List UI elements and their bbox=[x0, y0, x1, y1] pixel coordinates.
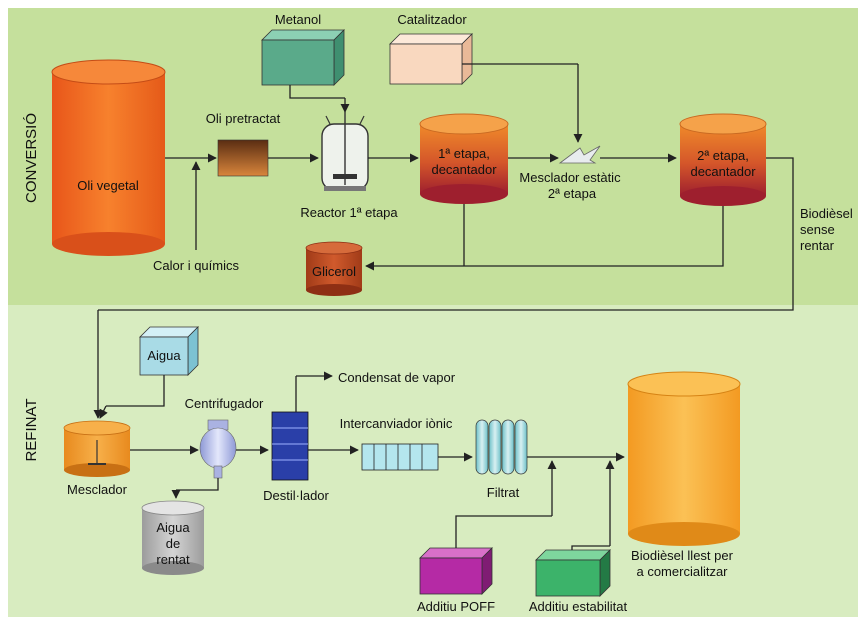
filtrat-unit: Filtrat bbox=[475, 419, 528, 500]
refining-flow-lines bbox=[99, 371, 625, 550]
filtrat-label: Filtrat bbox=[487, 485, 520, 500]
biodiesel-llest-line2: a comercialitzar bbox=[636, 564, 728, 579]
mesclador-estatic: Mesclador estàtic 2ª etapa bbox=[519, 145, 621, 201]
decantador-1-tank: 1ª etapa, decantador bbox=[419, 113, 509, 204]
decantador-2-line2: decantador bbox=[690, 164, 756, 179]
destillador-label: Destil·lador bbox=[263, 488, 329, 503]
centrifugador-label: Centrifugador bbox=[185, 396, 264, 411]
oli-vegetal-label: Oli vegetal bbox=[77, 178, 139, 193]
condensat-label: Condensat de vapor bbox=[338, 370, 456, 385]
destillador-column: Destil·lador bbox=[263, 411, 330, 503]
aigua-box: Aigua bbox=[139, 326, 199, 376]
additiu-poff-box: Additiu POFF bbox=[417, 547, 495, 614]
section-refining-title: REFINAT bbox=[23, 398, 40, 461]
biodiesel-sense-line1: Biodièsel bbox=[800, 206, 853, 221]
additiu-estabilitat-box: Additiu estabilitat bbox=[529, 549, 628, 614]
biodiesel-llest-tank: Biodièsel llest per a comercialitzar bbox=[627, 371, 741, 579]
calor-quimics-label: Calor i químics bbox=[153, 258, 239, 273]
mesclador-tank: Mesclador bbox=[63, 420, 131, 497]
biodiesel-sense-line2: sense bbox=[800, 222, 835, 237]
oli-pretractat-box: Oli pretractat bbox=[206, 111, 281, 177]
aigua-rentat-line2: de bbox=[166, 536, 180, 551]
mesclador-estatic-line2: 2ª etapa bbox=[548, 186, 597, 201]
conversion-flow-lines bbox=[93, 63, 794, 419]
glicerol-label: Glicerol bbox=[312, 264, 356, 279]
metanol-box: Metanol bbox=[261, 12, 345, 86]
decantador-1-line1: 1ª etapa, bbox=[438, 146, 490, 161]
catalitzador-box: Catalitzador bbox=[389, 12, 473, 85]
aigua-rentat-line1: Aigua bbox=[156, 520, 190, 535]
aigua-rentat-line3: rentat bbox=[156, 552, 190, 567]
oli-vegetal-tank: Oli vegetal bbox=[51, 59, 166, 256]
biodiesel-llest-line1: Biodièsel llest per bbox=[631, 548, 734, 563]
centrifugador: Centrifugador bbox=[185, 396, 264, 479]
decantador-2-tank: 2ª etapa, decantador bbox=[679, 113, 767, 206]
intercanviador-ionic: Intercanviador iònic bbox=[340, 416, 453, 471]
mesclador-label: Mesclador bbox=[67, 482, 128, 497]
mesclador-estatic-line1: Mesclador estàtic bbox=[519, 170, 621, 185]
glicerol-tank: Glicerol bbox=[305, 241, 363, 296]
intercanviador-label: Intercanviador iònic bbox=[340, 416, 453, 431]
aigua-rentat-tank: Aigua de rentat bbox=[141, 500, 205, 575]
decantador-1-line2: decantador bbox=[431, 162, 497, 177]
reactor-label: Reactor 1ª etapa bbox=[300, 205, 398, 220]
biodiesel-sense-line3: rentar bbox=[800, 238, 835, 253]
reactor-vessel: Reactor 1ª etapa bbox=[300, 112, 398, 220]
additiu-estabilitat-label: Additiu estabilitat bbox=[529, 599, 628, 614]
aigua-label: Aigua bbox=[147, 348, 181, 363]
catalitzador-label: Catalitzador bbox=[397, 12, 467, 27]
decantador-2-line1: 2ª etapa, bbox=[697, 148, 749, 163]
additiu-poff-label: Additiu POFF bbox=[417, 599, 495, 614]
section-conversion-title: CONVERSIÓ bbox=[23, 113, 40, 203]
metanol-label: Metanol bbox=[275, 12, 321, 27]
oli-pretractat-label: Oli pretractat bbox=[206, 111, 281, 126]
